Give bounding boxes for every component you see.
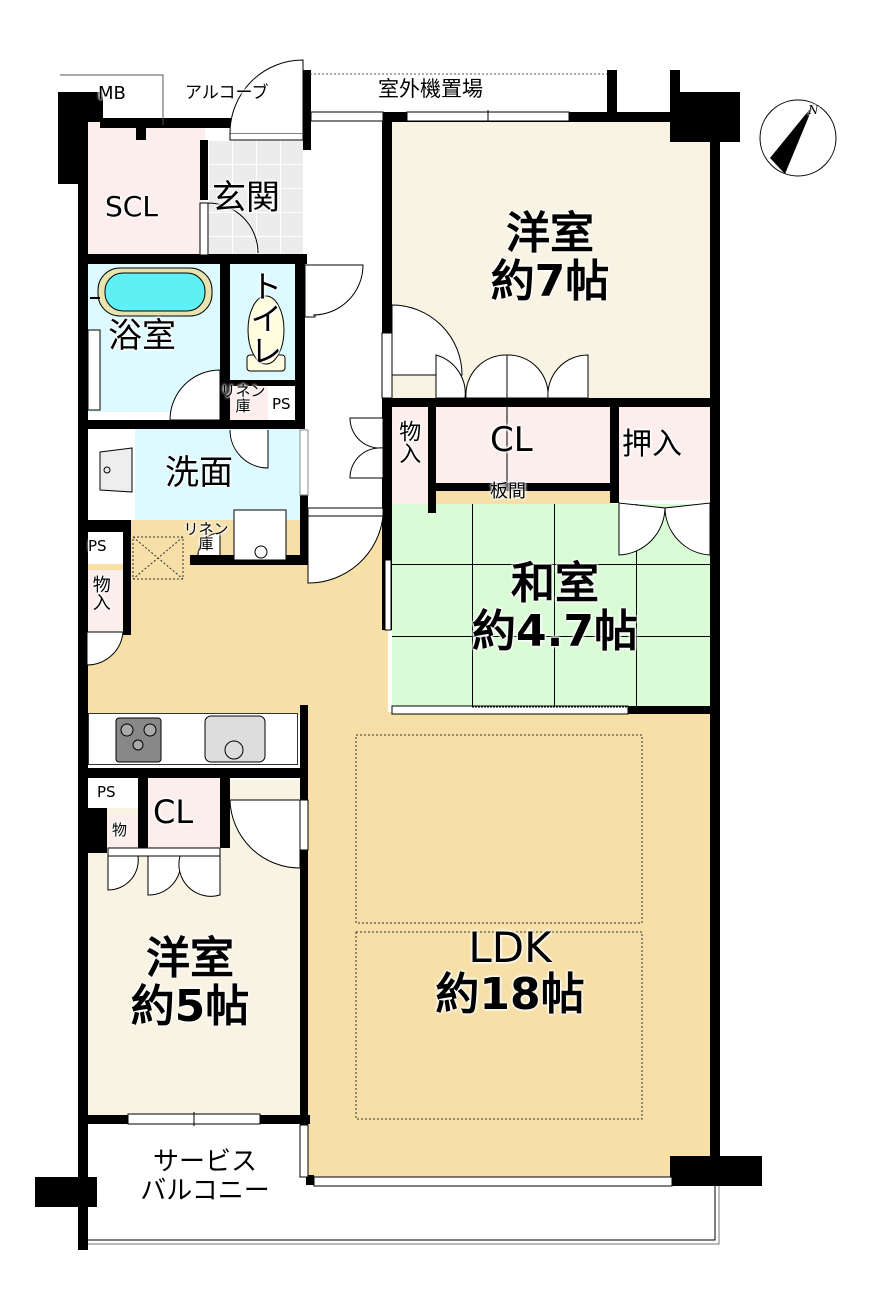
japanese-name: 和室 xyxy=(511,558,599,609)
ps-2-label: PS xyxy=(88,537,107,555)
cl-2-fill xyxy=(148,778,220,848)
wall-storage-1-right xyxy=(428,398,436,513)
wall-scl-entrance xyxy=(200,140,208,200)
wall-mid-1 xyxy=(85,254,307,264)
wall-cl-top xyxy=(382,398,717,407)
service-balcony-line2: バルコニー xyxy=(140,1175,270,1206)
toilet-label: トイレ xyxy=(245,270,284,366)
service-balcony: サービス バルコニー xyxy=(120,1148,290,1205)
western-5-name: 洋室 xyxy=(146,933,234,984)
washroom-label: 洗面 xyxy=(165,453,233,493)
compass-north-label: N xyxy=(808,103,819,117)
japanese-size: 約4.7帖 xyxy=(472,606,638,658)
linen-1-text: リネン庫 xyxy=(220,382,266,415)
linen-1-label: リネン庫 xyxy=(218,384,268,414)
alcove-label: アルコーブ xyxy=(185,83,269,103)
ldk-fill-main xyxy=(306,712,712,1177)
western-7-name: 洋室 xyxy=(506,208,594,259)
scl-fill xyxy=(85,120,205,255)
outdoor-unit-label: 室外機置場 xyxy=(378,77,483,101)
ps-1-label: PS xyxy=(272,395,291,413)
ps-1-fill xyxy=(268,385,298,423)
wall-ldk-bottom xyxy=(306,1175,314,1185)
ps-2-fill xyxy=(85,532,123,564)
wall-corner-se xyxy=(670,1156,762,1186)
wall-hall-right-2 xyxy=(382,398,392,630)
wall-kitchen-right xyxy=(300,705,308,1125)
storage-1-fill xyxy=(392,405,428,513)
wall-corner-ne xyxy=(670,92,740,142)
mb-label: MB xyxy=(98,83,126,104)
storage-2-label: 物入 xyxy=(89,575,111,611)
japanese-room[interactable]: 和室 約4.7帖 xyxy=(440,558,670,658)
cl-1-label: CL xyxy=(490,420,533,460)
storage-3-fill xyxy=(108,815,138,850)
itama-fill xyxy=(432,487,610,504)
wall-toilet-bottom xyxy=(230,380,300,386)
wall-outdoor-pillar-1 xyxy=(607,70,617,120)
western-5-size: 約5帖 xyxy=(130,981,250,1033)
storage-2-fill xyxy=(85,570,123,632)
cl-1-fill xyxy=(432,405,610,483)
itama-label: 板間 xyxy=(490,481,526,502)
ldk-name: LDK xyxy=(468,923,552,972)
wall-left xyxy=(78,120,88,1250)
ps-3-label: PS xyxy=(97,783,116,801)
entrance-label: 玄関 xyxy=(212,178,280,218)
western-5-room[interactable]: 洋室 約5帖 xyxy=(100,933,280,1033)
wall-japanese-bottom xyxy=(628,706,718,714)
cl-2-label: CL xyxy=(153,793,194,831)
wall-storage-3-left xyxy=(85,808,107,853)
wall-storage-2-right xyxy=(123,520,131,635)
linen-2-label: リネン庫 xyxy=(180,522,232,552)
wall-cl-2-right xyxy=(220,778,230,848)
linen-1-fill xyxy=(230,385,268,423)
oshiire-label: 押入 xyxy=(622,427,682,462)
entrance-fill xyxy=(208,140,303,255)
wall-cl-2-left xyxy=(138,778,148,848)
oshiire-fill xyxy=(618,405,712,500)
ldk-room[interactable]: LDK 約18帖 xyxy=(410,923,610,1021)
bath-label: 浴室 xyxy=(108,316,176,356)
wall-top-scl xyxy=(100,118,305,128)
wall-left-pillar-2 xyxy=(85,92,103,122)
linen-2-text: リネン庫 xyxy=(183,520,229,553)
hallway-fill xyxy=(303,118,388,558)
wall-mid-2 xyxy=(85,420,305,429)
wall-entrance-right xyxy=(303,70,311,150)
wall-cl-bottom xyxy=(428,483,618,491)
western-7-room[interactable]: 洋室 約7帖 xyxy=(460,208,640,308)
storage-3-label: 物 xyxy=(112,821,128,839)
wall-bath-toilet xyxy=(220,262,230,427)
wall-oshiire-left xyxy=(610,398,619,503)
wall-corner-ne-2 xyxy=(670,70,680,100)
wall-hall-right xyxy=(382,118,392,333)
service-balcony-line1: サービス xyxy=(152,1147,257,1177)
wall-right xyxy=(710,140,720,1180)
wall-corner-sw xyxy=(35,1177,97,1207)
western-7-size: 約7帖 xyxy=(490,256,610,308)
ldk-size: 約18帖 xyxy=(435,969,585,1021)
wall-kitchen-bottom xyxy=(85,768,305,778)
wall-washroom-bottom xyxy=(85,520,125,532)
japanese-fill xyxy=(392,504,712,710)
ps-3-fill xyxy=(85,778,140,808)
storage-1-label: 物入 xyxy=(395,420,421,464)
wall-toilet-right xyxy=(295,262,305,427)
scl-label: SCL xyxy=(105,190,158,223)
wall-washroom-right xyxy=(300,490,308,565)
wall-top-scl-step xyxy=(136,118,146,140)
